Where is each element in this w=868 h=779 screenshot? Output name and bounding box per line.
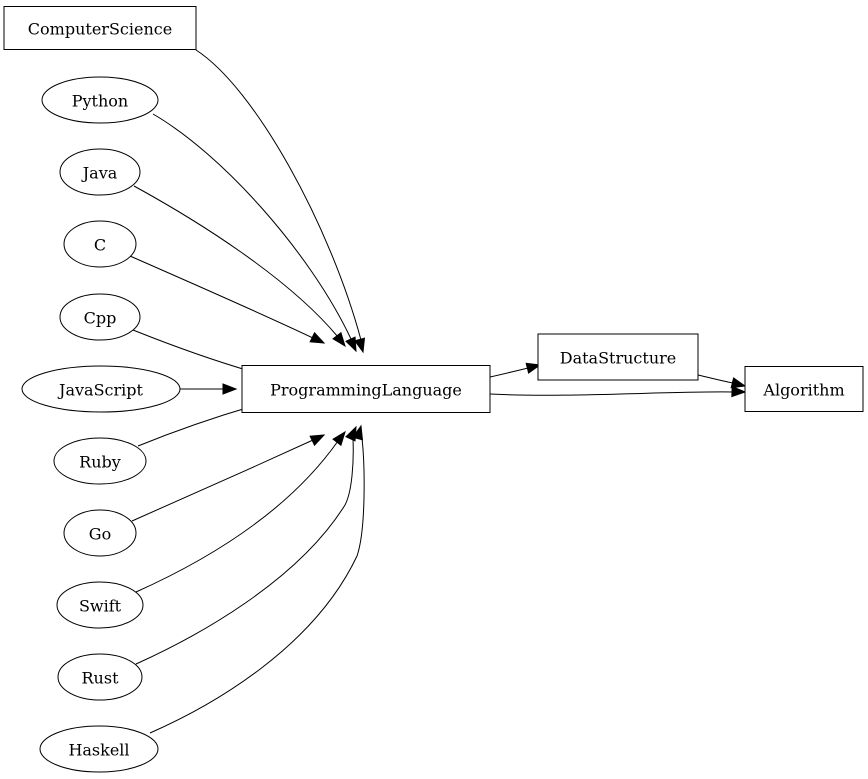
node-ellipse — [41, 76, 159, 124]
node-label: C — [94, 236, 106, 255]
graph-node-datastructure[interactable]: DataStructure — [537, 333, 699, 381]
arrowhead-icon — [332, 430, 346, 447]
edge-Swift-ProgrammingLanguage[interactable] — [135, 430, 346, 593]
node-box — [744, 366, 864, 412]
edge-line — [152, 113, 352, 340]
node-ellipse — [59, 293, 141, 341]
edge-line — [132, 329, 254, 373]
node-ellipse — [63, 509, 137, 557]
arrowhead-icon — [351, 424, 364, 441]
edge-Java-ProgrammingLanguage[interactable] — [133, 185, 346, 348]
graph-node-c[interactable]: C — [63, 220, 137, 268]
node-label: Java — [81, 164, 118, 183]
edge-line — [135, 438, 354, 665]
node-box — [241, 365, 491, 413]
arrowhead-icon — [353, 337, 366, 354]
node-ellipse — [56, 581, 144, 629]
edge-line — [697, 374, 734, 384]
edge-line — [131, 439, 314, 522]
arrowhead-icon — [730, 377, 747, 389]
graph-node-rust[interactable]: Rust — [57, 653, 143, 701]
node-label: Swift — [79, 597, 122, 616]
edge-C-ProgrammingLanguage[interactable] — [129, 255, 326, 344]
node-ellipse — [21, 365, 181, 413]
edges-layer — [129, 49, 747, 734]
arrowhead-icon — [345, 336, 357, 353]
arrowhead-icon — [309, 331, 326, 344]
edge-DataStructure-Algorithm[interactable] — [697, 374, 747, 389]
edge-ProgrammingLanguage-DataStructure[interactable] — [489, 362, 542, 378]
edge-line — [489, 367, 529, 378]
edge-line — [489, 391, 734, 396]
node-label: Rust — [82, 669, 120, 688]
graph-node-haskell[interactable]: Haskell — [39, 725, 159, 773]
edge-Python-ProgrammingLanguage[interactable] — [152, 113, 357, 353]
node-box — [537, 333, 699, 381]
node-label: Python — [72, 92, 128, 111]
node-label: ComputerScience — [28, 20, 172, 39]
graph-node-ruby[interactable]: Ruby — [53, 437, 147, 485]
graph-node-javascript[interactable]: JavaScript — [21, 365, 181, 413]
node-label: Algorithm — [762, 381, 844, 400]
edge-line — [129, 255, 314, 339]
node-ellipse — [53, 437, 147, 485]
arrowhead-icon — [309, 434, 326, 447]
arrowhead-icon — [345, 425, 357, 442]
edge-Go-ProgrammingLanguage[interactable] — [131, 434, 326, 522]
edge-line — [133, 185, 339, 338]
edge-Rust-ProgrammingLanguage[interactable] — [135, 425, 357, 665]
edge-line — [195, 49, 362, 341]
edge-Haskell-ProgrammingLanguage[interactable] — [149, 424, 365, 734]
arrowhead-icon — [332, 331, 346, 348]
edge-line — [149, 437, 365, 734]
node-ellipse — [59, 148, 141, 196]
arrowhead-icon — [731, 385, 747, 398]
node-label: Cpp — [84, 309, 117, 328]
edge-ProgrammingLanguage-Algorithm[interactable] — [489, 385, 747, 398]
arrowhead-icon — [525, 362, 542, 374]
node-box — [3, 6, 197, 50]
edge-ComputerScience-ProgrammingLanguage[interactable] — [195, 49, 366, 354]
node-label: JavaScript — [57, 381, 143, 400]
node-label: DataStructure — [560, 349, 677, 368]
graph-node-swift[interactable]: Swift — [56, 581, 144, 629]
graph-node-algorithm[interactable]: Algorithm — [744, 366, 864, 412]
graph-node-cpp[interactable]: Cpp — [59, 293, 141, 341]
node-label: Haskell — [68, 741, 129, 760]
graph-node-computerscience[interactable]: ComputerScience — [3, 6, 197, 50]
node-label: Go — [89, 525, 111, 544]
graph-node-programminglanguage[interactable]: ProgrammingLanguage — [241, 365, 491, 413]
edge-JavaScript-ProgrammingLanguage[interactable] — [180, 383, 238, 395]
node-label: ProgrammingLanguage — [270, 381, 462, 400]
graph-node-python[interactable]: Python — [41, 76, 159, 124]
edge-line — [137, 405, 254, 447]
node-label: Ruby — [79, 453, 121, 472]
edge-line — [135, 440, 339, 593]
graph-node-go[interactable]: Go — [63, 509, 137, 557]
node-ellipse — [39, 725, 159, 773]
arrowhead-icon — [222, 383, 238, 395]
graph-node-java[interactable]: Java — [59, 148, 141, 196]
node-ellipse — [63, 220, 137, 268]
node-ellipse — [57, 653, 143, 701]
